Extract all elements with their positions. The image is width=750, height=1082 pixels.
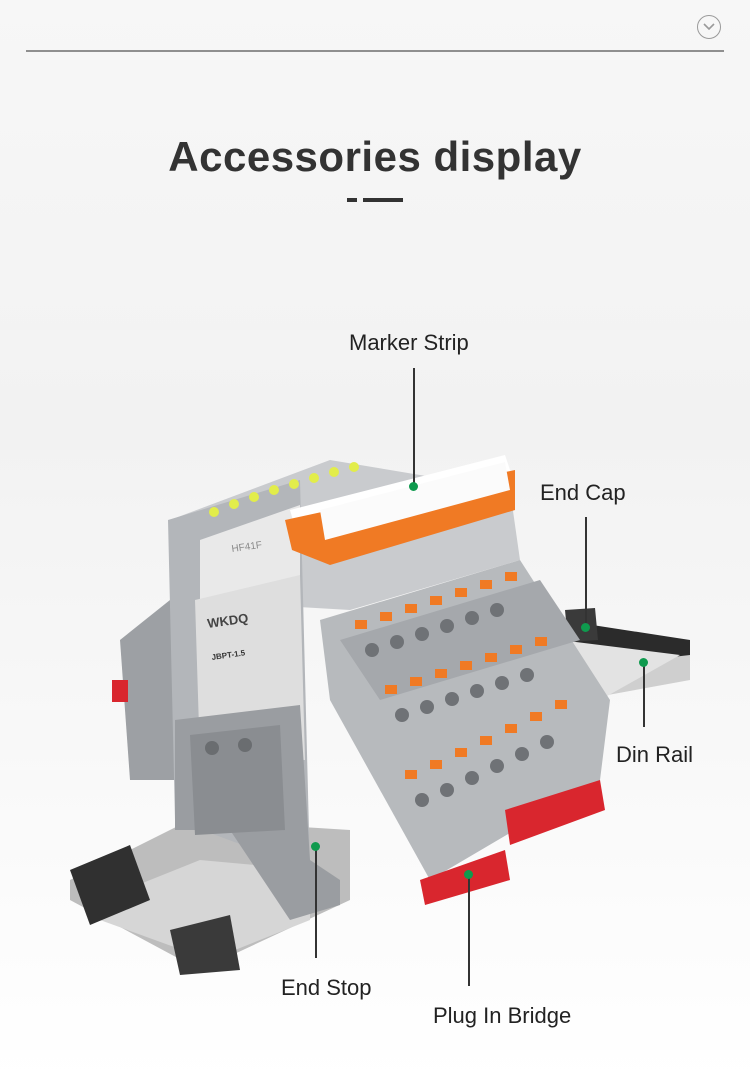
end-stop [175, 705, 340, 920]
leader-end-cap [585, 517, 587, 627]
expand-button[interactable] [697, 15, 721, 39]
leader-end-stop [315, 846, 317, 958]
callout-din-rail: Din Rail [616, 742, 694, 767]
callout-marker-strip: Marker Strip [349, 330, 469, 355]
led-row [209, 462, 359, 517]
top-divider [26, 50, 724, 52]
callout-dot-marker-strip [409, 482, 418, 491]
title-underline-long [363, 198, 403, 202]
leader-marker-strip [413, 368, 415, 486]
marker-strip [285, 455, 515, 565]
callout-end-stop: End Stop [281, 975, 372, 1000]
chevron-down-icon [703, 23, 715, 31]
title-underline [347, 198, 357, 202]
page-title: Accessories display [168, 133, 582, 180]
terminal-holes [365, 603, 554, 807]
brand-logo: WKDQ [206, 610, 249, 631]
callout-dot-end-stop [311, 842, 320, 851]
terminal-rows [355, 572, 567, 779]
callout-end-cap: End Cap [540, 480, 626, 505]
callout-dot-plug-in-bridge [464, 870, 473, 879]
callout-plug-in-bridge: Plug In Bridge [433, 1003, 572, 1028]
leader-din-rail [643, 662, 645, 727]
callout-dot-end-cap [581, 623, 590, 632]
leader-plug-in-bridge [468, 874, 470, 986]
relay-model-label: HF41F [231, 540, 263, 555]
callout-dot-din-rail [639, 658, 648, 667]
